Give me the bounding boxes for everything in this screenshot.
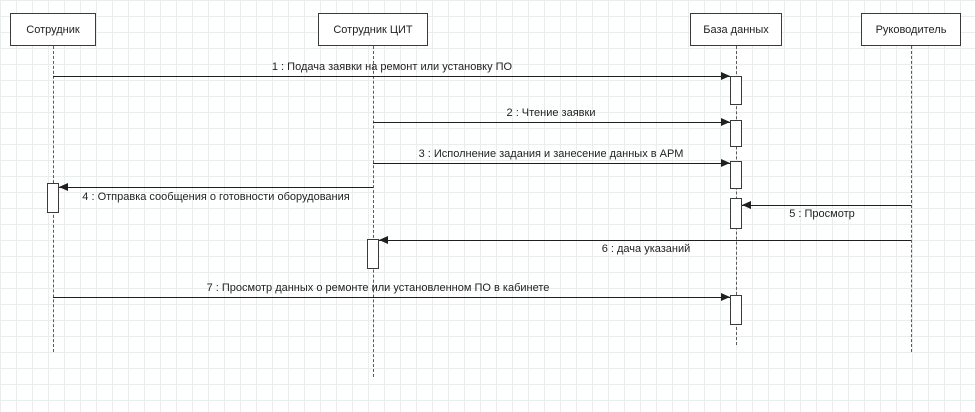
lifeline-database: [736, 46, 737, 345]
lifeline-cit-employee: [373, 46, 374, 377]
actor-database[interactable]: База данных: [690, 13, 782, 46]
message-label-7: 7 : Просмотр данных о ремонте или устано…: [206, 282, 550, 294]
message-arrowhead-4: [59, 183, 68, 191]
activation-employee-1[interactable]: [47, 183, 59, 213]
message-line-4: [59, 187, 373, 188]
message-label-5: 5 : Просмотр: [789, 208, 855, 220]
actor-cit-employee[interactable]: Сотрудник ЦИТ: [318, 13, 428, 46]
activation-database-3[interactable]: [730, 161, 742, 189]
message-line-3: [373, 163, 730, 164]
message-line-2: [373, 122, 730, 123]
activation-database-2[interactable]: [730, 120, 742, 147]
lifeline-manager: [911, 46, 912, 352]
actor-employee[interactable]: Сотрудник: [10, 13, 96, 46]
activation-database-5[interactable]: [730, 295, 742, 325]
message-arrowhead-3: [721, 159, 730, 167]
message-line-6: [379, 240, 911, 241]
message-arrowhead-5: [742, 201, 751, 209]
message-line-5: [742, 205, 911, 206]
actor-manager[interactable]: Руководитель: [861, 13, 961, 46]
message-arrowhead-1: [721, 72, 730, 80]
message-arrowhead-7: [721, 293, 730, 301]
message-line-1: [53, 76, 730, 77]
message-label-1: 1 : Подача заявки на ремонт или установк…: [271, 61, 513, 73]
message-label-6: 6 : дача указаний: [601, 243, 691, 255]
message-label-3: 3 : Исполнение задания и занесение данны…: [418, 148, 684, 160]
activation-database-1[interactable]: [730, 76, 742, 105]
message-label-4: 4 : Отправка сообщения о готовности обор…: [82, 191, 350, 203]
message-line-7: [53, 297, 730, 298]
message-arrowhead-2: [721, 118, 730, 126]
activation-cit-1[interactable]: [367, 239, 379, 269]
message-label-2: 2 : Чтение заявки: [506, 107, 596, 119]
activation-database-4[interactable]: [730, 198, 742, 229]
message-arrowhead-6: [379, 236, 388, 244]
